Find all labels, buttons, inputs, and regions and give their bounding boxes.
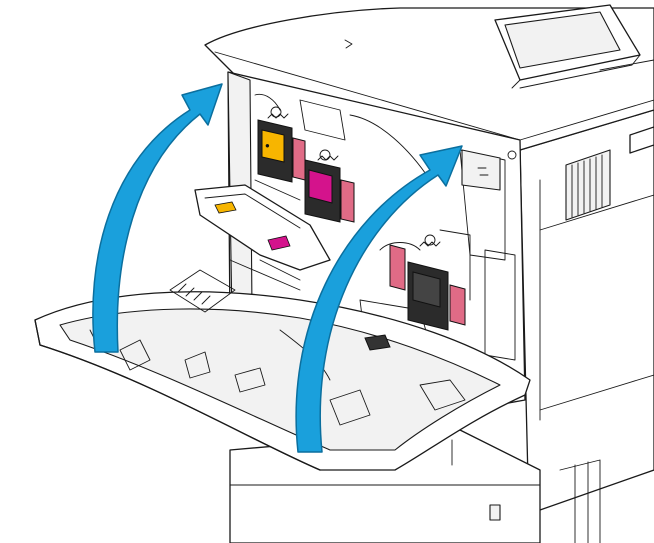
- front-door: [34, 269, 531, 471]
- black-toner-cartridge: [389, 244, 466, 331]
- magenta-toner-cartridge: [304, 159, 355, 223]
- side-vent: [565, 149, 611, 221]
- control-panel: [344, 4, 654, 89]
- yellow-toner-cartridge: ●: [257, 119, 306, 183]
- cartridge-guide: [194, 184, 331, 291]
- curved-arrow-left-icon: [92, 83, 223, 353]
- curved-arrow-right-icon: [295, 145, 463, 453]
- yellow-label: ●: [265, 141, 270, 150]
